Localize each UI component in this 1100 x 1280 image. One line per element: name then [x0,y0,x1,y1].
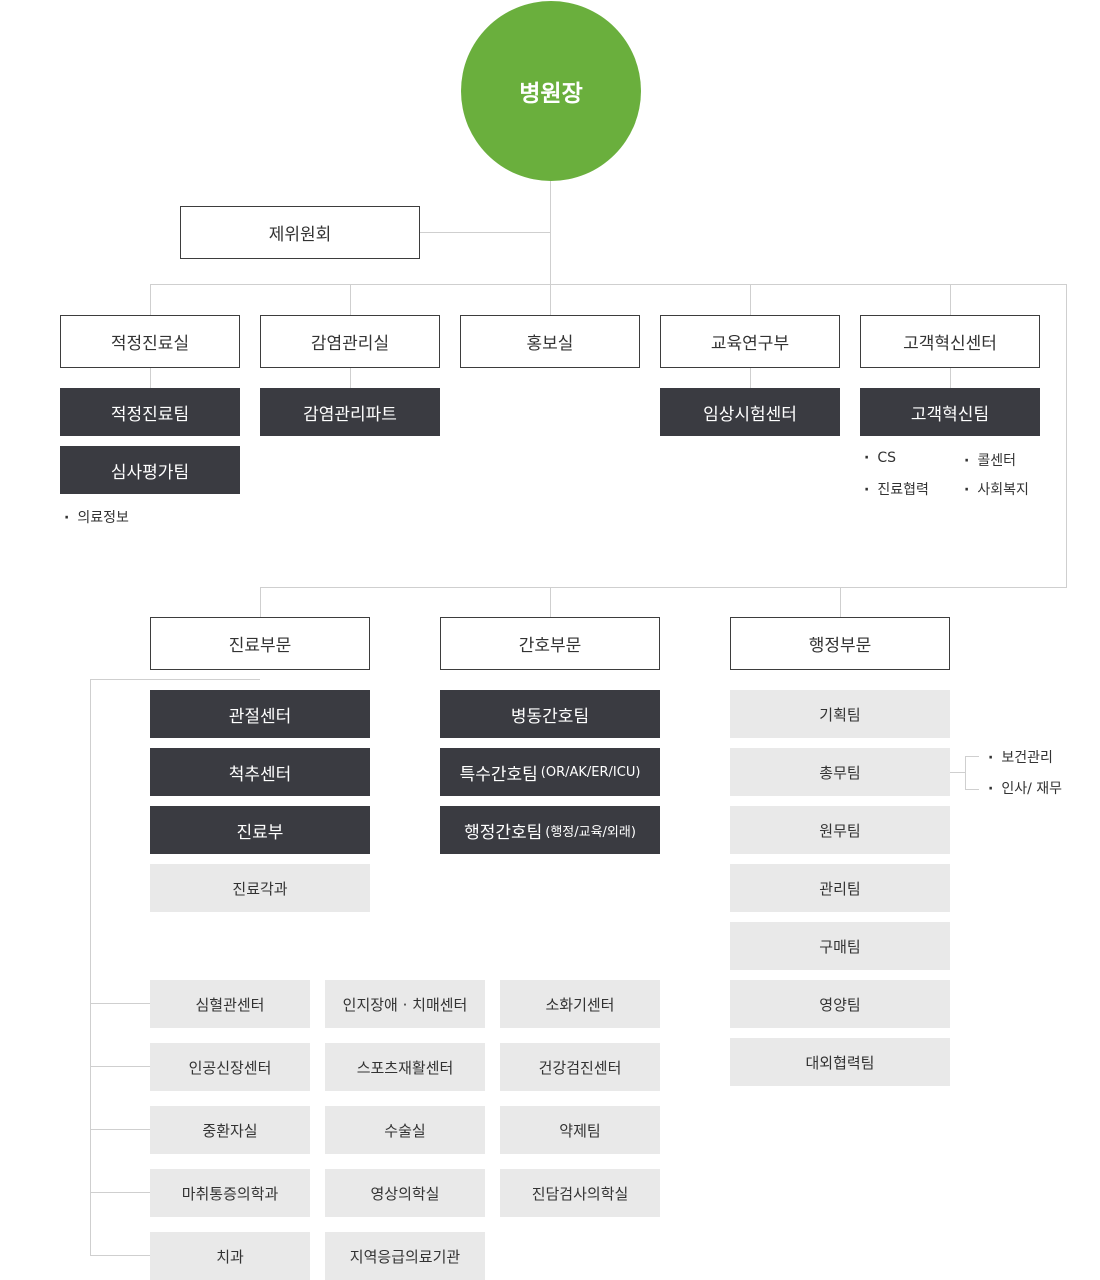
note-hr-finance: 인사/ 재무 [988,778,1062,798]
team-admin-nursing: 행정간호팀(행정/교육/외래) [440,806,660,854]
connector [90,1003,150,1004]
team-planning: 기획팀 [730,690,950,738]
center-cardio: 심혈관센터 [150,980,310,1028]
team-special-nursing-detail: (OR/AK/ER/ICU) [540,764,641,780]
connector [550,180,551,285]
team-special-nursing: 특수간호팀(OR/AK/ER/ICU) [440,748,660,796]
team-special-nursing-label: 특수간호팀 [459,764,538,785]
team-admin-nursing-detail: (행정/교육/외래) [545,824,636,840]
committee-box: 제위원회 [180,206,420,259]
team-customer: 고객혁신팀 [860,388,1040,436]
team-external: 대외협력팀 [730,1038,950,1086]
division-admin: 행정부문 [730,617,950,670]
connector [90,1255,150,1256]
connector [950,772,965,773]
center-emergency: 지역응급의료기관 [325,1232,485,1280]
connector [150,284,151,315]
team-medical-dept: 진료부 [150,806,370,854]
connector [419,232,550,233]
team-infection: 감염관리파트 [260,388,440,436]
center-dental: 치과 [150,1232,310,1280]
division-medical: 진료부문 [150,617,370,670]
center-sports-rehab: 스포츠재활센터 [325,1043,485,1091]
connector [965,756,966,789]
connector [90,1129,150,1130]
team-ward-nursing: 병동간호팀 [440,690,660,738]
connector [750,367,751,388]
connector [260,587,261,617]
dept-pr: 홍보실 [460,315,640,368]
team-spine-center: 척추센터 [150,748,370,796]
center-icu: 중환자실 [150,1106,310,1154]
connector [1066,284,1067,588]
team-review: 심사평가팀 [60,446,240,494]
note-medical-info: 의료정보 [64,507,129,527]
connector [260,587,1067,588]
note-callcenter: 콜센터 [964,450,1016,470]
connector [150,284,1067,285]
connector [550,587,551,617]
team-clinical-depts: 진료각과 [150,864,370,912]
team-general-affairs: 총무팀 [730,748,950,796]
note-welfare: 사회복지 [964,479,1029,499]
team-management: 관리팀 [730,864,950,912]
connector [90,679,260,680]
center-dialysis: 인공신장센터 [150,1043,310,1091]
connector [90,1066,150,1067]
note-cooperation: 진료협력 [864,479,929,499]
connector [965,789,979,790]
dept-education: 교육연구부 [660,315,840,368]
connector [840,587,841,617]
team-purchasing: 구매팀 [730,922,950,970]
connector [90,679,91,1256]
team-clinical-trial: 임상시험센터 [660,388,840,436]
center-pharmacy: 약제팀 [500,1106,660,1154]
team-joint-center: 관절센터 [150,690,370,738]
center-checkup: 건강검진센터 [500,1043,660,1091]
center-dementia: 인지장애 · 치매센터 [325,980,485,1028]
team-patient-affairs: 원무팀 [730,806,950,854]
connector [350,284,351,315]
center-lab-medicine: 진담검사의학실 [500,1169,660,1217]
connector [950,367,951,388]
dept-customer: 고객혁신센터 [860,315,1040,368]
connector [550,284,551,315]
connector [950,284,951,315]
connector [965,756,979,757]
ceo-node: 병원장 [461,1,641,181]
connector [90,1192,150,1193]
division-nursing: 간호부문 [440,617,660,670]
center-anesthesia: 마취통증의학과 [150,1169,310,1217]
team-quality: 적정진료팀 [60,388,240,436]
note-health: 보건관리 [988,747,1053,767]
connector [150,367,151,388]
center-surgery: 수술실 [325,1106,485,1154]
connector [350,367,351,388]
team-nutrition: 영양팀 [730,980,950,1028]
dept-infection: 감염관리실 [260,315,440,368]
team-admin-nursing-label: 행정간호팀 [464,822,543,843]
center-radiology: 영상의학실 [325,1169,485,1217]
dept-quality: 적정진료실 [60,315,240,368]
center-digestive: 소화기센터 [500,980,660,1028]
note-cs: CS [864,450,896,466]
connector [750,284,751,315]
